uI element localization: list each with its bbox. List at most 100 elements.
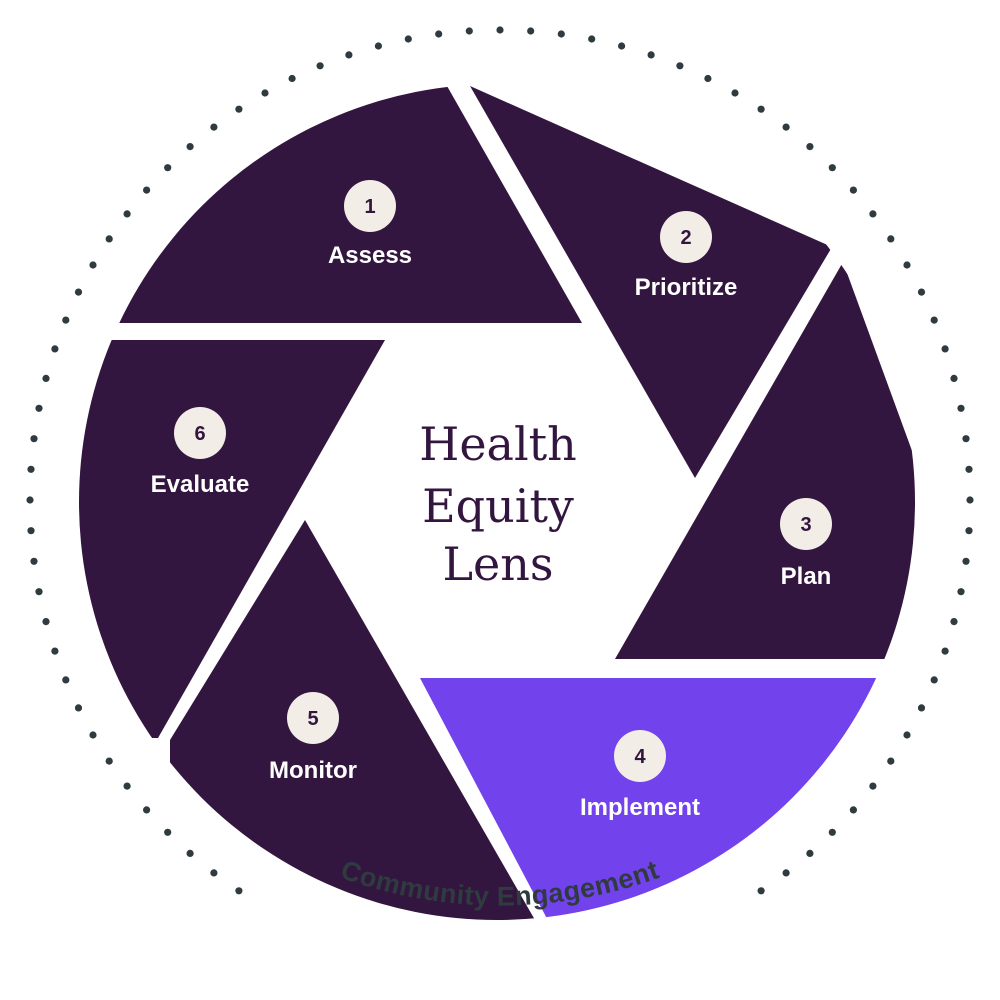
ring-dot: [30, 435, 38, 443]
step-number: 3: [800, 514, 811, 536]
ring-dot: [903, 731, 911, 739]
ring-dot: [26, 496, 34, 504]
ring-dot: [42, 618, 50, 626]
ring-dot: [962, 557, 970, 565]
dotted-ring: [26, 26, 974, 895]
ring-dot: [235, 887, 243, 895]
step-number: 5: [307, 708, 318, 730]
step-badge: [660, 211, 712, 263]
segment-monitor[interactable]: [170, 520, 535, 920]
ring-dot: [27, 527, 35, 535]
ring-dot: [235, 105, 243, 113]
ring-dot: [62, 676, 70, 684]
step-badge: [287, 692, 339, 744]
ring-dot: [962, 435, 970, 443]
ring-dot: [917, 288, 926, 296]
ring-dot: [957, 588, 965, 596]
ring-dot: [316, 62, 324, 70]
ring-dot: [849, 806, 858, 814]
ring-dot: [828, 164, 836, 172]
ring-dot: [930, 676, 938, 684]
ring-dot: [588, 35, 596, 43]
ring-dot: [210, 123, 218, 131]
ring-dot: [288, 74, 296, 83]
ring-dot: [105, 235, 113, 243]
step-label: Prioritize: [635, 274, 738, 301]
ring-dot: [74, 288, 83, 296]
ring-dot: [42, 374, 50, 382]
ring-dot: [849, 186, 858, 194]
ring-dot: [887, 757, 895, 765]
ring-dot: [950, 374, 958, 382]
ring-dot: [51, 647, 59, 655]
ring-dot: [557, 30, 565, 38]
ring-dot: [465, 27, 473, 35]
center-line-2: Equity: [422, 479, 574, 533]
ring-dot: [261, 89, 269, 97]
ring-dot: [35, 588, 43, 596]
segment-evaluate[interactable]: [78, 340, 385, 738]
ring-dot: [704, 74, 712, 83]
ring-dot: [27, 465, 35, 473]
ring-dot: [806, 849, 814, 858]
ring-dot: [965, 465, 973, 473]
ring-dot: [782, 123, 790, 131]
ring-dot: [941, 345, 949, 353]
ring-dot: [89, 731, 97, 739]
step-2[interactable]: 2 Prioritize: [635, 211, 738, 301]
step-6[interactable]: 6 Evaluate: [151, 407, 250, 498]
ring-dot: [887, 235, 895, 243]
step-badge: [344, 180, 396, 232]
ring-dot: [435, 30, 443, 38]
ring-dot: [374, 42, 382, 50]
step-1[interactable]: 1 Assess: [328, 180, 412, 269]
step-3[interactable]: 3 Plan: [780, 498, 832, 590]
step-label: Monitor: [269, 757, 357, 784]
ring-dot: [186, 143, 194, 151]
segment-prioritize[interactable]: [470, 86, 832, 478]
ring-dot: [123, 782, 131, 790]
ring-dot: [828, 828, 836, 836]
segment-plan[interactable]: [615, 262, 930, 659]
step-number: 1: [364, 196, 375, 218]
ring-dot: [404, 35, 412, 43]
step-number: 2: [680, 227, 691, 249]
ring-dot: [782, 869, 790, 877]
ring-dot: [143, 806, 151, 814]
ring-dot: [731, 89, 739, 97]
ring-dot: [345, 51, 353, 59]
step-number: 6: [194, 423, 205, 445]
ring-dot: [757, 887, 765, 895]
ring-dot: [496, 26, 504, 34]
ring-dot: [941, 647, 949, 655]
center-title: Health Equity Lens: [419, 417, 577, 591]
ring-dot: [123, 210, 131, 218]
step-label: Evaluate: [151, 471, 250, 498]
center-line-3: Lens: [442, 537, 553, 591]
step-5[interactable]: 5 Monitor: [269, 692, 357, 784]
center-line-1: Health: [419, 417, 577, 471]
step-badge: [614, 730, 666, 782]
ring-dot: [757, 105, 765, 113]
ring-dot: [30, 557, 38, 565]
ring-dot: [164, 828, 172, 836]
ring-dot: [647, 51, 655, 59]
step-badge: [780, 498, 832, 550]
step-label: Assess: [328, 242, 412, 269]
step-badge: [174, 407, 226, 459]
ring-dot: [869, 782, 877, 790]
step-4[interactable]: 4 Implement: [580, 730, 700, 821]
ring-dot: [903, 261, 911, 269]
ring-dot: [35, 404, 43, 412]
step-label: Implement: [580, 794, 700, 821]
ring-dot: [965, 527, 973, 535]
ring-dot: [917, 704, 926, 712]
ring-dot: [210, 869, 218, 877]
ring-dot: [62, 316, 70, 324]
ring-dot: [966, 496, 974, 504]
ring-dot: [957, 404, 965, 412]
ring-dot: [186, 849, 194, 858]
ring-dot: [105, 757, 113, 765]
ring-dot: [950, 618, 958, 626]
ring-dot: [618, 42, 626, 50]
